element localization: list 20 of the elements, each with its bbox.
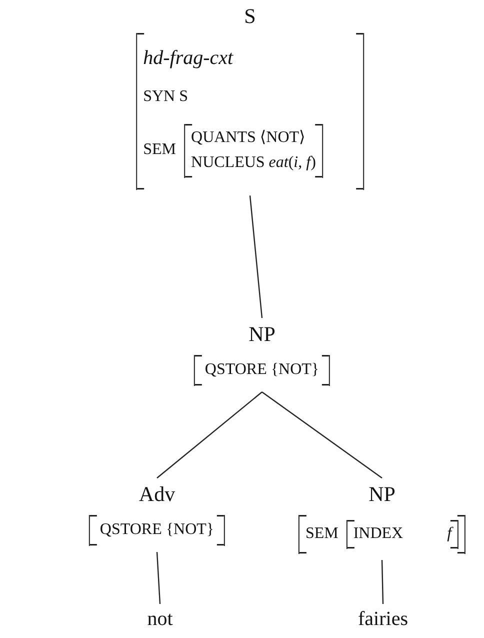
word-label: fairies <box>358 608 408 631</box>
tree-branch <box>381 560 384 604</box>
feature-value: SYN S <box>143 87 188 108</box>
tree-branch <box>156 392 262 478</box>
feature-value: QUANTS ⟨NOT⟩ <box>191 128 306 148</box>
tree-branch <box>156 552 161 604</box>
type-label: hd-frag-cxt <box>143 46 234 72</box>
tree-branch <box>249 196 263 318</box>
feature-value: INDEX f <box>353 524 452 544</box>
feature-label: SEM <box>305 524 338 544</box>
tree-branch <box>262 392 382 478</box>
category-label: S <box>244 4 256 30</box>
feature-value: QSTORE {NOT} <box>204 360 320 380</box>
word-label: not <box>147 608 173 631</box>
category-label: NP <box>248 322 276 348</box>
feature-value: NUCLEUS eat(i, f) <box>191 152 316 173</box>
category-label: Adv <box>138 482 176 508</box>
category-label: NP <box>368 482 396 508</box>
feature-value: QSTORE {NOT} <box>100 520 214 540</box>
feature-label: SEM <box>143 140 176 160</box>
